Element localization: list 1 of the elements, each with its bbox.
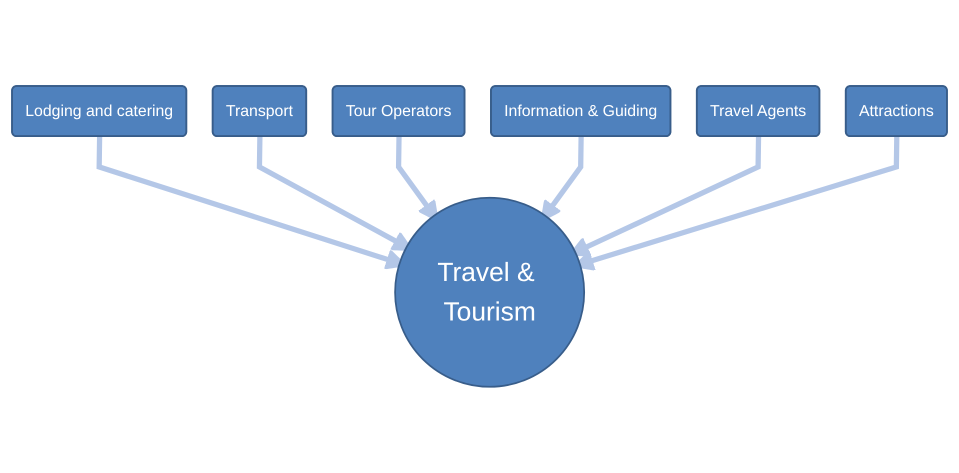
node-circle: Travel & Tourism: [394, 196, 586, 388]
